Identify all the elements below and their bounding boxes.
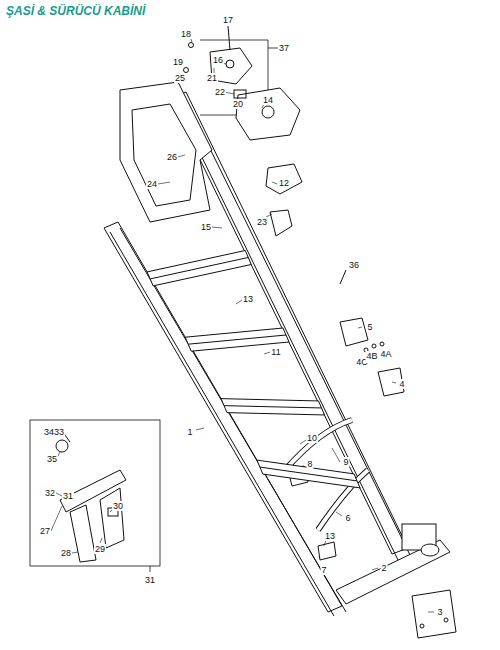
callout-number: 35 xyxy=(46,454,58,464)
callout-number: 2 xyxy=(380,563,387,573)
callout-number: 12 xyxy=(278,178,290,188)
callout-number: 6 xyxy=(344,513,351,523)
callout-number: 13 xyxy=(242,294,254,304)
callout-number: 18 xyxy=(180,29,192,39)
callout-number: 30 xyxy=(112,501,124,511)
callout-number: 32 xyxy=(44,488,56,498)
callout-number: 8 xyxy=(306,459,313,469)
callout-number: 15 xyxy=(200,222,212,232)
callout-number: 37 xyxy=(278,43,290,53)
callout-number: 3433 xyxy=(43,427,65,437)
callout-number: 20 xyxy=(232,99,244,109)
callout-number: 7 xyxy=(320,565,327,575)
page-title: ŞASİ & SÜRÜCÜ KABİNİ xyxy=(6,4,145,18)
callout-number: 17 xyxy=(222,15,234,25)
callout-number: 11 xyxy=(270,347,281,357)
callout-number: 31 xyxy=(144,575,156,585)
callout-number: 26 xyxy=(166,152,178,162)
callout-number: 31 xyxy=(62,491,74,501)
callout-number: 4B xyxy=(365,351,378,361)
callout-number: 23 xyxy=(256,217,268,227)
callout-number: 29 xyxy=(94,544,106,554)
callout-number: 4A xyxy=(379,349,392,359)
callout-number: 5 xyxy=(366,322,373,332)
callout-number: 28 xyxy=(60,548,72,558)
callout-number: 24 xyxy=(146,179,158,189)
callout-number: 4 xyxy=(398,379,405,389)
callout-number: 16 xyxy=(212,55,224,65)
callout-number: 25 xyxy=(174,73,186,83)
callout-number: 19 xyxy=(172,57,184,67)
callout-number: 27 xyxy=(39,526,51,536)
callout-number: 36 xyxy=(348,260,360,270)
callout-number: 22 xyxy=(214,87,226,97)
callout-number: 10 xyxy=(306,433,318,443)
callout-number: 3 xyxy=(436,607,443,617)
callout-number: 9 xyxy=(342,457,349,467)
callout-number: 1 xyxy=(186,427,193,437)
callout-number: 21 xyxy=(206,73,218,83)
callout-number: 13 xyxy=(324,531,336,541)
callout-number: 14 xyxy=(262,95,274,105)
